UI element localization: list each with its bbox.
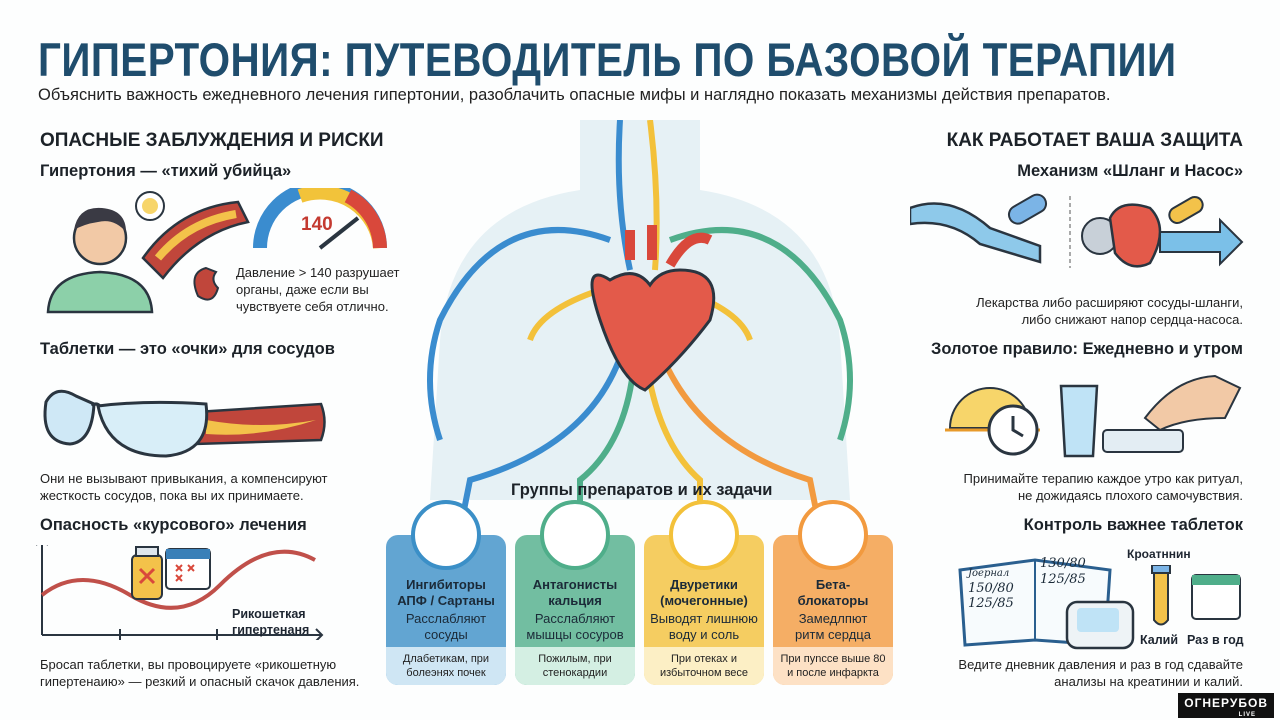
hose-icon (910, 202, 1042, 264)
muscle-cell-icon (540, 500, 610, 570)
clock-icon (987, 404, 1039, 456)
glasses-icon (43, 389, 209, 458)
kidney-icon (193, 266, 220, 301)
control-title: Контроль важнее таблеток (1023, 516, 1243, 534)
capsule-icon (1007, 193, 1048, 225)
blood-vessels (427, 120, 853, 531)
vessel-shield-icon (411, 500, 481, 570)
page-subtitle: Объяснить важность ежедневного лечения г… (38, 86, 1111, 104)
capsule-icon (1168, 196, 1204, 224)
right-header: КАК РАБОТАЕТ ВАША ЗАЩИТА (946, 130, 1243, 151)
drug-group-name: Бета-блокаторы (797, 577, 869, 608)
yearly-label: Раз в год (1187, 633, 1244, 647)
calendar-icon (1191, 574, 1241, 620)
control-text: Ведите дневник давления и раз в год сдав… (958, 657, 1243, 689)
glasses-title: Таблетки — это «очки» для сосудов (40, 340, 335, 358)
groups-title: Группы препаратов и их задачи (511, 481, 773, 499)
heart-icon (590, 225, 716, 392)
pill-bottle-icon (131, 546, 163, 600)
silent-killer-title: Гипертония — «тихий убийца» (40, 162, 292, 180)
hand-icon (1143, 374, 1242, 432)
circulation-illustration (427, 120, 853, 531)
silent-killer-illustration (46, 188, 387, 314)
creatinine-label: Кроатннин (1127, 547, 1191, 561)
golden-rule-text: Принимайте терапию каждое утро как ритуа… (963, 471, 1243, 503)
golden-rule-title: Золотое правило: Ежедневно и утром (931, 340, 1243, 358)
hose-pump-illustration (910, 193, 1244, 268)
glasses-text: Они не вызывают привыкания, а компенсиру… (40, 471, 328, 503)
gauge-value: 140 (301, 214, 333, 235)
hose-pump-title: Механизм «Шланг и Насос» (1017, 162, 1243, 180)
rebound-chart (36, 545, 324, 640)
course-title: Опасность «курсового» лечения (40, 516, 307, 534)
test-tube-icon (1151, 565, 1171, 626)
water-glass-icon (1059, 384, 1099, 458)
kidney-drop-icon (669, 500, 739, 570)
pressure-gauge-icon (253, 188, 387, 250)
drug-group-name: Двуретики(мочегонные) (660, 577, 748, 608)
heart-monitor-icon (798, 500, 868, 570)
thought-smile-icon (135, 191, 165, 221)
pressure-curve (40, 549, 316, 610)
pump-heart-icon (1108, 203, 1162, 268)
pill-organizer-icon (1102, 429, 1184, 453)
hose-pump-text: Лекарства либо расширяют сосуды-шланги,л… (976, 295, 1243, 327)
person-icon (46, 207, 154, 314)
left-header: ОПАСНЫЕ ЗАБЛУЖДЕНИЯ И РИСКИ (40, 130, 384, 151)
bp-monitor-icon (1065, 600, 1135, 650)
potassium-label: Калий (1140, 633, 1179, 647)
calendar-crossed-icon (165, 548, 211, 590)
page-title: ГИПЕРТОНИЯ: ПУТЕВОДИТЕЛЬ ПО БАЗОВОЙ ТЕРА… (38, 33, 1177, 86)
morning-routine-illustration (945, 374, 1242, 458)
course-text: Бросап таблетки, вы провоцируете «рикоше… (40, 657, 360, 689)
lab-illustration (1151, 565, 1241, 626)
journal-illustration (958, 558, 1135, 650)
glasses-vessel-illustration (43, 389, 326, 458)
arrow-right-icon (1159, 217, 1244, 267)
